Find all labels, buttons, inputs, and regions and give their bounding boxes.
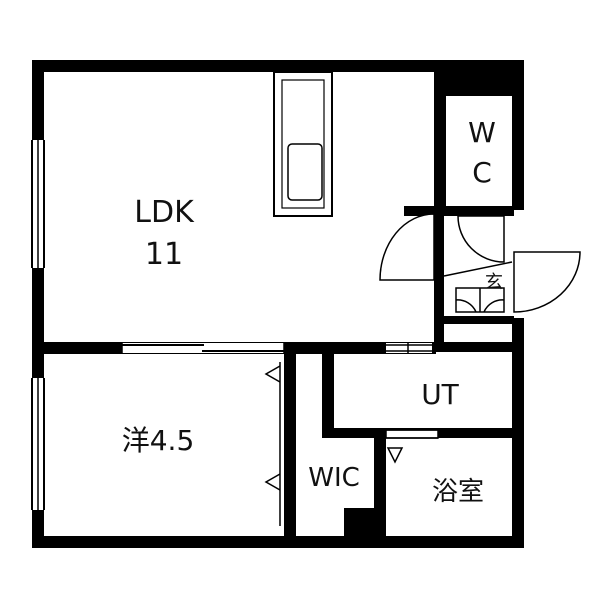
wic-label: WIC (308, 463, 360, 493)
entrance-door (379, 213, 435, 281)
bath-door-arrow-icon (386, 447, 404, 464)
ldk-size: 11 (145, 237, 183, 272)
ldk-name: LDK (134, 195, 195, 230)
bath-door (385, 429, 439, 464)
closet-handle-top-icon (264, 365, 281, 383)
wc-door (457, 215, 505, 263)
wc-label-line2: C (472, 156, 492, 189)
sliding-doors-ldk (121, 343, 285, 353)
sink (287, 143, 323, 201)
closet-handle-bottom-icon (264, 473, 281, 491)
western-room-label: 洋4.5 (122, 424, 195, 457)
ut-label: UT (421, 378, 459, 411)
opening-ut (386, 343, 432, 353)
wc-label-line1: W (468, 116, 496, 149)
front-door (513, 251, 581, 313)
entrance-step (443, 261, 513, 313)
left-windows (31, 140, 45, 510)
entrance-label: 玄 (485, 272, 503, 293)
closet-doors (264, 362, 289, 526)
bath-label: 浴室 (432, 477, 484, 507)
kitchen-counter (273, 71, 333, 217)
